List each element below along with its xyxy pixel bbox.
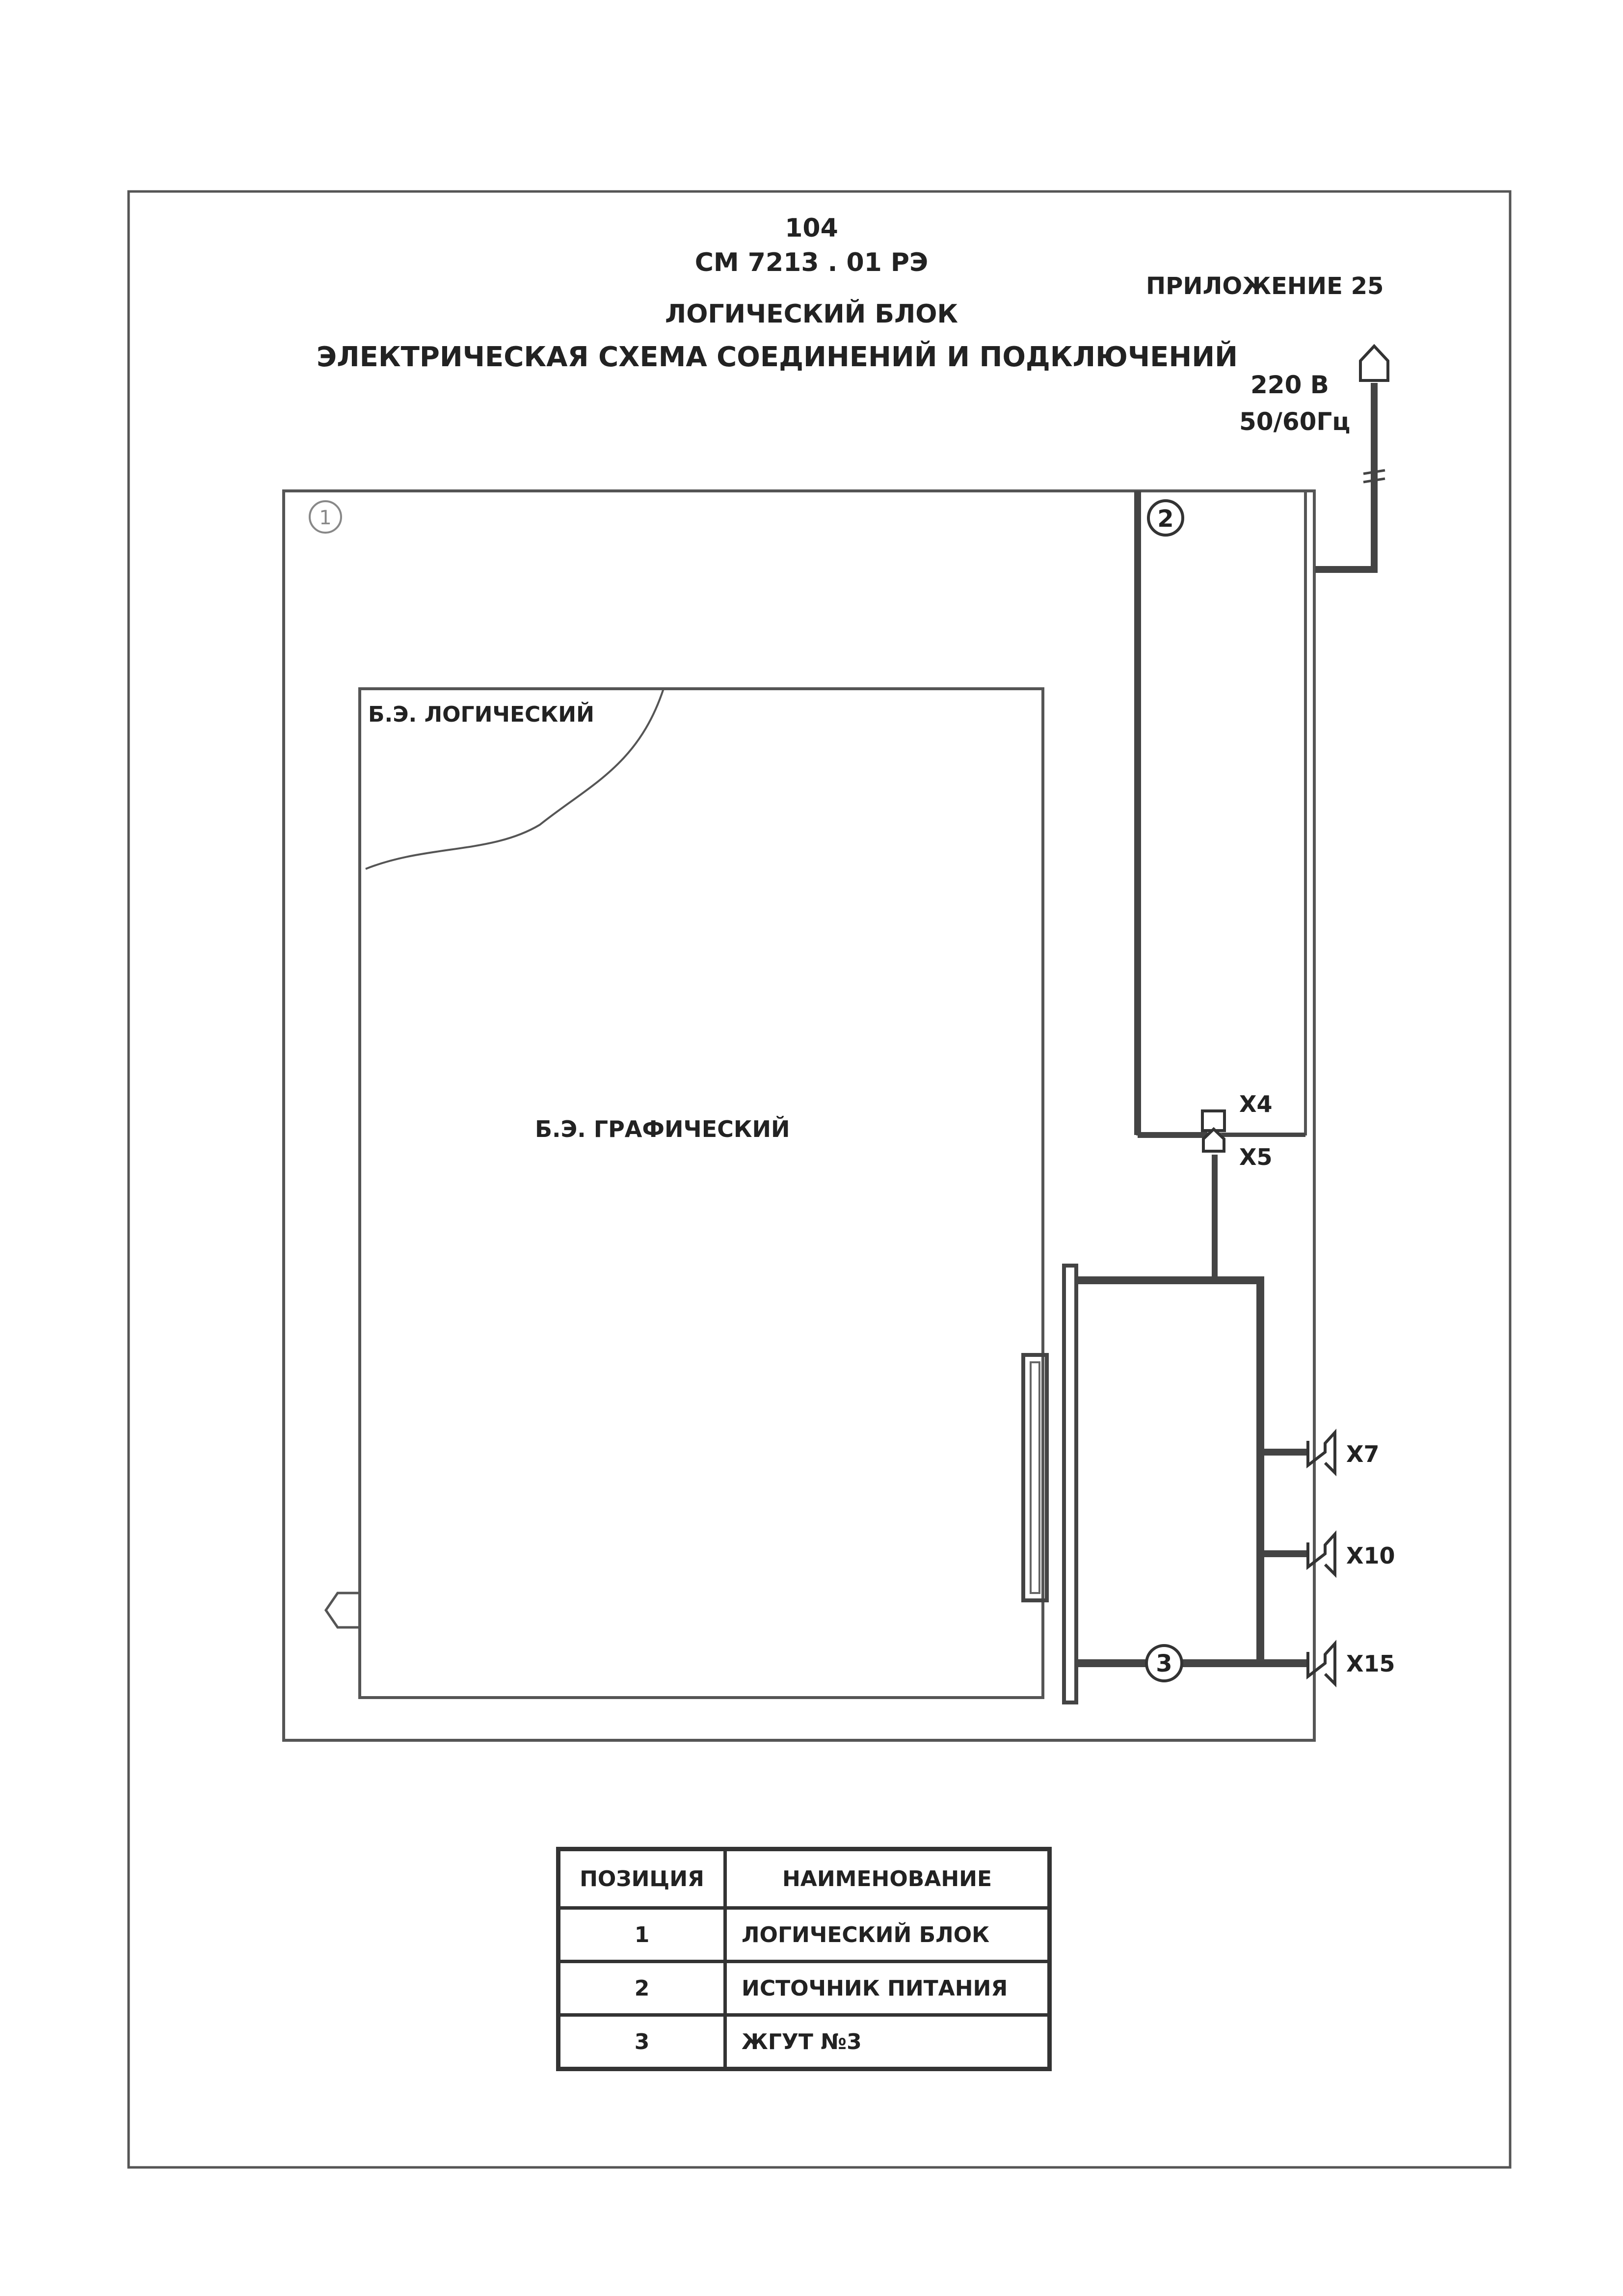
power-plug-icon bbox=[1359, 344, 1389, 382]
document-code: СМ 7213 . 01 РЭ bbox=[694, 248, 929, 277]
connector-x10-label: Х10 bbox=[1346, 1542, 1395, 1569]
drawing-subtitle: ЭЛЕКТРИЧЕСКАЯ СХЕМА СОЕДИНЕНИЙ И ПОДКЛЮЧ… bbox=[317, 341, 1238, 373]
connector-x5 bbox=[1202, 1127, 1225, 1153]
connector-x5-label: Х5 bbox=[1239, 1144, 1273, 1170]
legend-position-cell: 1 bbox=[557, 1906, 727, 1963]
connector-x15-label: Х15 bbox=[1346, 1650, 1395, 1677]
logic-block-enclosure bbox=[282, 489, 1316, 1742]
position-marker-1-text: 1 bbox=[319, 507, 331, 529]
parts-legend-table: ПОЗИЦИЯ НАИМЕНОВАНИЕ 1 ЛОГИЧЕСКИЙ БЛОК 2… bbox=[556, 1847, 1052, 2071]
legend-position-cell: 2 bbox=[557, 1960, 727, 2017]
position-marker-3-text: 3 bbox=[1156, 1650, 1172, 1677]
connector-x10 bbox=[1306, 1530, 1336, 1578]
table-row: 3 ЖГУТ №3 bbox=[557, 2013, 1051, 2071]
position-marker-3 bbox=[1145, 1644, 1183, 1682]
position-marker-2 bbox=[1147, 499, 1184, 537]
harness-board bbox=[1062, 1264, 1078, 1704]
connector-x4-label: Х4 bbox=[1239, 1091, 1273, 1117]
legend-header-name: НАИМЕНОВАНИЕ bbox=[723, 1847, 1051, 1910]
cutaway-contour bbox=[365, 688, 665, 870]
page-frame bbox=[127, 190, 1512, 2169]
power-voltage-label: 220 В bbox=[1251, 371, 1329, 399]
drawing-title: ЛОГИЧЕСКИЙ БЛОК bbox=[665, 299, 958, 329]
page-number: 104 bbox=[785, 214, 838, 243]
graphic-element-label: Б.Э. ГРАФИЧЕСКИЙ bbox=[535, 1116, 790, 1142]
table-row: 1 ЛОГИЧЕСКИЙ БЛОК bbox=[557, 1906, 1051, 1963]
logic-element-label: Б.Э. ЛОГИЧЕСКИЙ bbox=[368, 702, 594, 727]
legend-header-row: ПОЗИЦИЯ НАИМЕНОВАНИЕ bbox=[557, 1847, 1051, 1910]
edge-connector bbox=[324, 1592, 361, 1629]
legend-name-cell: ЛОГИЧЕСКИЙ БЛОК bbox=[723, 1906, 1051, 1963]
position-marker-1 bbox=[309, 500, 342, 534]
legend-name-cell: ИСТОЧНИК ПИТАНИЯ bbox=[723, 1960, 1051, 2017]
mains-cable bbox=[1315, 383, 1378, 573]
legend-name-cell: ЖГУТ №3 bbox=[723, 2013, 1051, 2071]
legend-header-position: ПОЗИЦИЯ bbox=[557, 1847, 727, 1910]
power-supply-box bbox=[1136, 489, 1307, 1135]
connector-x7 bbox=[1306, 1429, 1336, 1477]
table-row: 2 ИСТОЧНИК ПИТАНИЯ bbox=[557, 1960, 1051, 2017]
graphic-block bbox=[358, 687, 1044, 1699]
power-frequency-label: 50/60Гц bbox=[1239, 407, 1351, 436]
connector-x7-label: Х7 bbox=[1346, 1441, 1380, 1467]
appendix-label: ПРИЛОЖЕНИЕ 25 bbox=[1146, 272, 1384, 300]
legend-position-cell: 3 bbox=[557, 2013, 727, 2071]
connector-x15 bbox=[1306, 1640, 1336, 1688]
position-marker-2-text: 2 bbox=[1157, 505, 1173, 533]
backplane-connector bbox=[1021, 1353, 1049, 1602]
